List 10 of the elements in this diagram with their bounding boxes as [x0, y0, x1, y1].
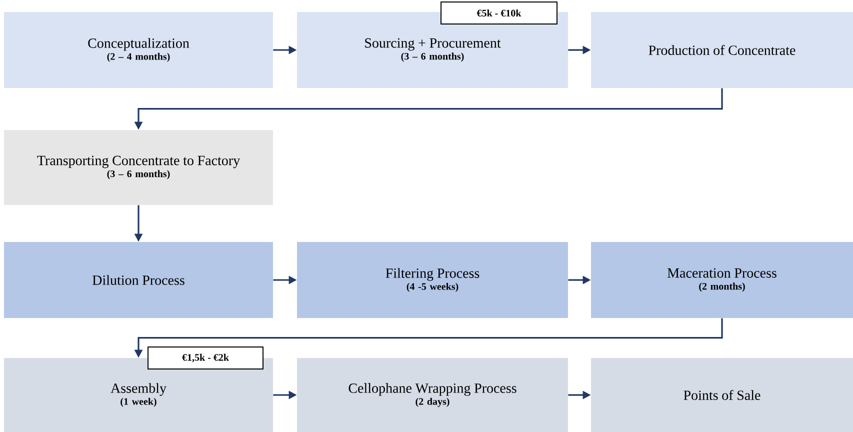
process-box: Production of Concentrate	[591, 12, 853, 88]
process-box: Transporting Concentrate to Factory (3 – 6 months)	[4, 130, 273, 205]
process-box: Maceration Process (2 months)	[591, 242, 853, 318]
process-box: Dilution Process	[4, 242, 273, 318]
process-box: Cellophane Wrapping Process (2 days)	[297, 358, 568, 432]
cost-tag: €5k - €10k	[440, 2, 558, 24]
process-box: Filtering Process (4 -5 weeks)	[297, 242, 568, 318]
cost-tag: €1,5k - €2k	[148, 346, 264, 370]
process-box: Points of Sale	[591, 358, 853, 432]
process-box: Conceptualization (2 – 4 months)	[4, 12, 273, 88]
